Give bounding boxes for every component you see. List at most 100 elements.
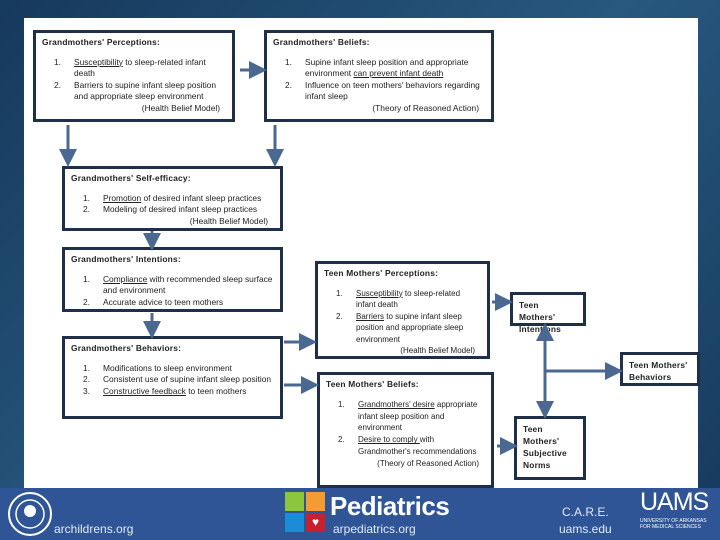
list-item: 2. Modeling of desired infant sleep pract…	[83, 204, 274, 216]
footer-bar: archildrens.org ♥ Pediatrics arpediatric…	[0, 488, 720, 540]
text: with recommended sleep surface and envir…	[103, 273, 273, 296]
heart-icon: ♥	[306, 513, 325, 532]
box-title: Teen Mothers' Beliefs:	[326, 379, 419, 389]
archildrens-link[interactable]: archildrens.org	[54, 522, 134, 536]
box-title: Grandmothers' Self-efficacy:	[71, 173, 191, 183]
item-text: Consistent use of supine infant sleep po…	[103, 374, 271, 386]
item-number: 2.	[83, 296, 90, 307]
list-item: 1. Compliance with recommended sleep surf…	[83, 274, 274, 297]
item-number: 2.	[54, 79, 61, 90]
item-number: 1.	[336, 288, 343, 298]
list-item: 1. Grandmothers' desire appropriate infan…	[338, 399, 485, 434]
text: Influence on teen mothers' behaviors reg…	[305, 79, 480, 102]
text: Accurate advice to teen mothers	[103, 296, 224, 307]
pediatrics-brand: Pediatrics	[330, 491, 450, 521]
item-text: Promotion of desired infant sleep practi…	[103, 193, 261, 205]
text: to teen mothers	[185, 385, 247, 396]
text: Supine infant sleep position and appropr…	[305, 56, 469, 79]
uams-link[interactable]: uams.edu	[559, 522, 612, 536]
box-list: 1. Susceptibility to sleep-related infant…	[42, 57, 226, 103]
underlined-text: Compliance	[103, 273, 148, 284]
microscope-icon	[285, 513, 304, 532]
list-item: 1. Promotion of desired infant sleep prac…	[83, 193, 274, 205]
item-number: 1.	[83, 362, 90, 373]
box-list: 1. Compliance with recommended sleep surf…	[71, 274, 274, 309]
grandmothers-behaviors-box: Grandmothers' Behaviors:1.Modifications …	[62, 336, 283, 419]
item-number: 2.	[83, 374, 90, 384]
item-text: Modifications to sleep environment	[103, 363, 232, 375]
underlined-text: Desire to comply	[358, 435, 420, 445]
item-text: Influence on teen mothers' behaviors reg…	[305, 80, 485, 103]
theory-source: (Health Belief Model)	[400, 346, 475, 355]
theory-source: (Health Belief Model)	[141, 102, 220, 113]
item-text: Susceptibility to sleep-related infant d…	[74, 57, 226, 80]
item-text: Constructive feedback to teen mothers	[103, 386, 246, 398]
grandmothers-beliefs-box: Grandmothers' Beliefs: 1. Supine infant sl…	[264, 30, 494, 122]
text: to supine infant sleep position and appr…	[356, 311, 464, 344]
list-item: 3. Constructive feedback to teen mothers	[83, 386, 274, 398]
item-number: 1.	[54, 56, 61, 67]
item-number: 2.	[83, 204, 90, 214]
text: to sleep-related infant death	[356, 288, 461, 310]
underlined-text: Susceptibility	[356, 288, 403, 298]
underlined-text: Susceptibility	[74, 56, 123, 67]
theory-source: (Health Belief Model)	[189, 215, 268, 226]
item-text: Barriers to supine infant sleep position…	[356, 311, 481, 346]
text: Consistent use of supine infant sleep po…	[103, 374, 272, 384]
list-item: 1. Susceptibility to sleep-related infant…	[336, 288, 481, 311]
text: with Grandmother's recommendations	[358, 435, 477, 456]
box-title: Grandmothers' Beliefs:	[273, 37, 370, 47]
item-number: 1.	[338, 399, 345, 409]
grandmothers-intentions-box: Grandmothers' Intentions:1.Compliance wi…	[62, 247, 283, 312]
theory-source: (Theory of Reasoned Action)	[372, 102, 479, 113]
item-number: 1.	[285, 56, 292, 67]
item-number: 3.	[83, 385, 90, 396]
item-number: 1.	[83, 273, 90, 284]
underlined-text: Grandmothers' desire	[358, 399, 435, 409]
theory-source: (Theory of Reasoned Action)	[377, 458, 479, 468]
text: Modeling of desired infant sleep practic…	[103, 204, 258, 214]
box-title: Teen Mothers' Subjective Norms	[523, 424, 567, 470]
arpediatrics-link[interactable]: arpediatrics.org	[333, 522, 416, 536]
underlined-text: Promotion	[103, 192, 142, 203]
teen-mothers-subjective-norms-box: Teen Mothers' Subjective Norms	[514, 416, 586, 480]
list-item: 2. Accurate advice to teen mothers	[83, 297, 274, 309]
grandmothers-perceptions-box: Grandmothers' Perceptions:1.Susceptibili…	[33, 30, 235, 122]
item-number: 2.	[285, 79, 292, 90]
item-text: Compliance with recommended sleep surfac…	[103, 274, 274, 297]
text: Barriers to supine infant sleep position…	[74, 79, 216, 102]
item-text: Desire to comply with Grandmother's reco…	[358, 434, 485, 458]
item-text: Modeling of desired infant sleep practic…	[103, 204, 257, 216]
list-item: 2. Barriers to supine infant sleep positi…	[336, 311, 481, 346]
list-item: 2. Barriers to supine infant sleep positi…	[54, 80, 226, 103]
item-number: 1.	[83, 192, 90, 203]
text: Modifications to sleep environment	[103, 362, 232, 373]
pediatrics-logo-tiles: ♥	[285, 492, 325, 532]
stethoscope-icon	[285, 492, 304, 511]
underlined-text: Constructive feedback	[103, 385, 186, 396]
box-title: Teen Mothers' Perceptions:	[324, 268, 439, 278]
uams-subtitle: UNIVERSITY OF ARKANSAS FOR MEDICAL SCIEN…	[640, 518, 707, 530]
box-list: 1. Supine infant sleep position and appro…	[273, 57, 485, 103]
childrens-hospital-seal-icon	[8, 492, 52, 536]
graduation-cap-icon	[306, 492, 325, 511]
list-item: 1. Modifications to sleep environment	[83, 363, 274, 375]
underlined-text: Barriers	[356, 311, 385, 321]
text: to sleep-related infant death	[74, 56, 206, 79]
teen-mothers-beliefs-box: Teen Mothers' Beliefs: 1. Grandmothers' de…	[317, 372, 494, 488]
box-title: Teen Mothers' Behaviors	[629, 360, 688, 382]
item-text: Grandmothers' desire appropriate infant …	[358, 399, 485, 434]
grandmothers-self-efficacy-box: Grandmothers' Self-efficacy: 1. Promotion …	[62, 166, 283, 231]
list-item: 2. Influence on teen mothers' behaviors r…	[285, 80, 485, 103]
teen-mothers-perceptions-box: Teen Mothers' Perceptions: 1. Susceptibili…	[315, 261, 490, 359]
item-text: Supine infant sleep position and appropr…	[305, 57, 485, 80]
item-text: Accurate advice to teen mothers	[103, 297, 223, 309]
teen-mothers-behaviors-box: Teen Mothers' Behaviors	[620, 352, 700, 386]
item-text: Susceptibility to sleep-related infant d…	[356, 288, 481, 311]
box-list: 1. Modifications to sleep environment 2. Co…	[71, 363, 274, 398]
underlined-text: can prevent infant death	[353, 68, 444, 78]
care-label: C.A.R.E.	[562, 505, 609, 519]
item-number: 2.	[336, 311, 343, 321]
box-list: 1. Promotion of desired infant sleep prac…	[71, 193, 274, 216]
